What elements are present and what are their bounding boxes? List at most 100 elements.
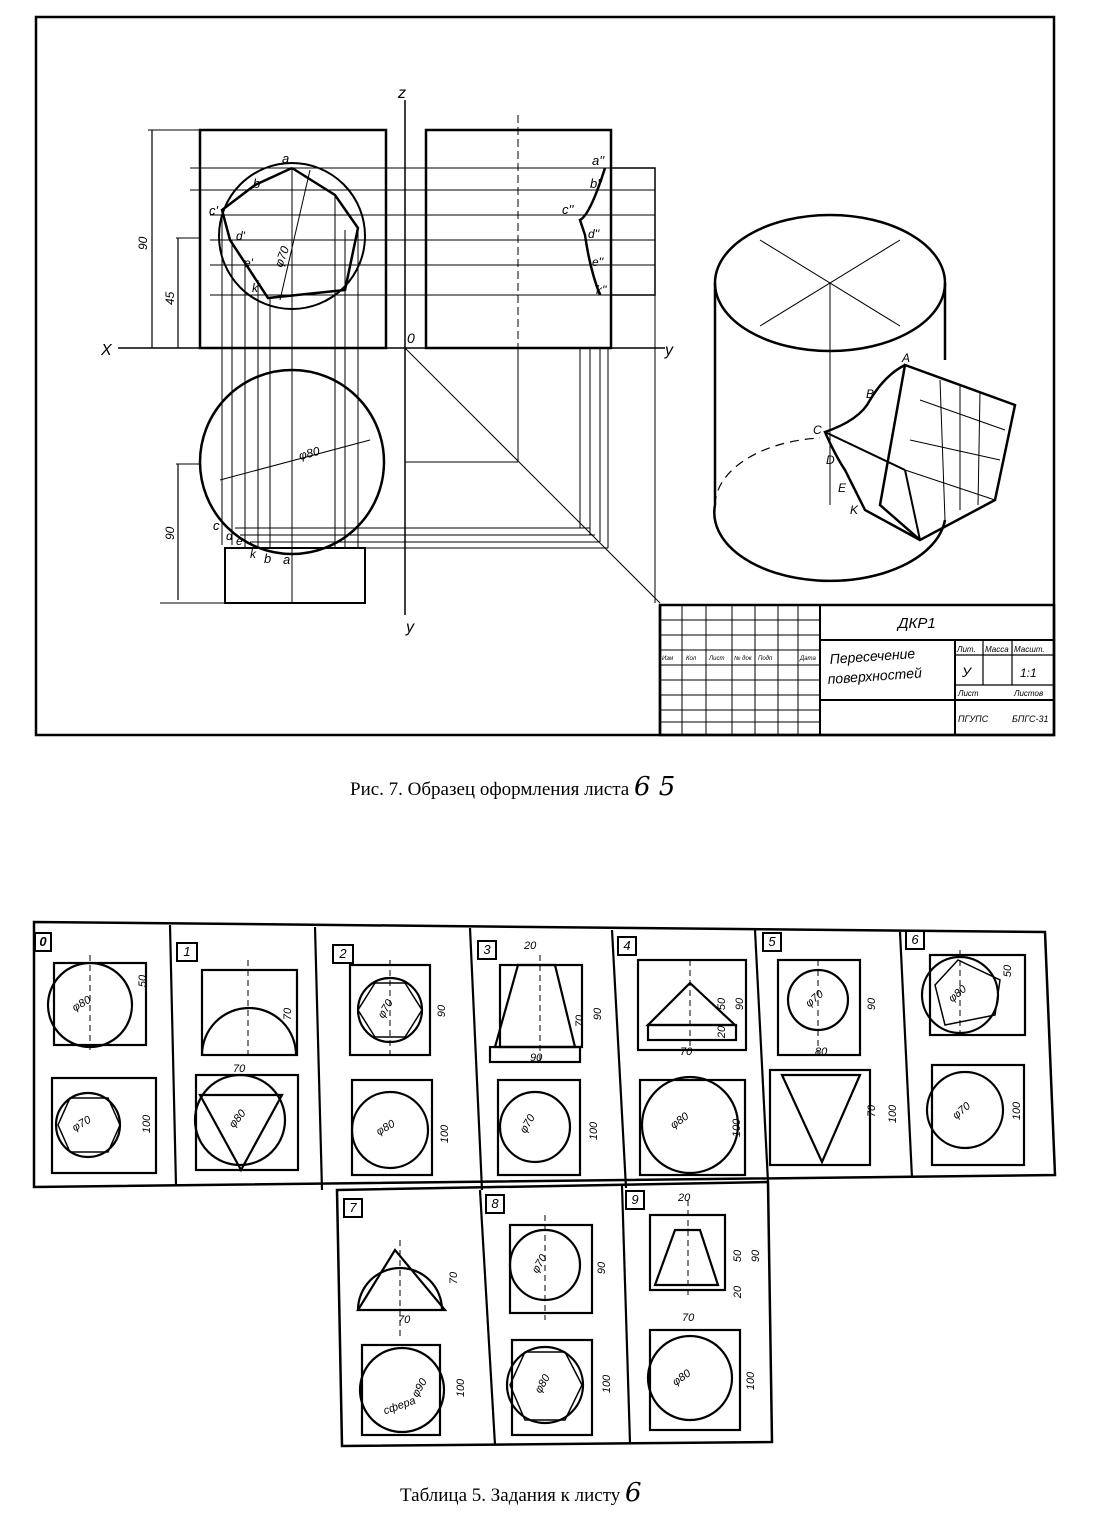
dim-label: 20 — [678, 1192, 691, 1204]
dim-label: 80 — [815, 1046, 828, 1058]
dim-label: 90 — [750, 1249, 763, 1263]
dim-label: 70 — [282, 1007, 295, 1021]
point-label: e' — [244, 256, 254, 270]
title-block-title-1: Пересечение — [829, 645, 916, 667]
table-caption-text: Таблица 5. Задания к листу — [400, 1485, 621, 1506]
point-label: d' — [236, 229, 246, 243]
point-label: C — [813, 423, 822, 437]
dim-label: 90 — [436, 1004, 449, 1018]
dim-label: 90 — [734, 997, 747, 1011]
dim-label: φ80 — [946, 983, 970, 1005]
table-5-labels: 0 1 2 3 4 5 6 7 8 9 φ80 50 φ70 100 70 70… — [0, 900, 1098, 1460]
dim-label: 100 — [141, 1114, 154, 1134]
axis-y-bottom-label: y — [405, 619, 415, 636]
title-block-row-label: Изм — [662, 656, 673, 662]
dim-label: φ80 — [670, 1367, 694, 1389]
sheet-frame — [34, 15, 1056, 737]
dim-label: φ80 — [374, 1117, 398, 1139]
dim-phi70: φ70 — [272, 244, 293, 269]
point-label: k' — [252, 281, 261, 295]
point-label: b — [253, 176, 260, 191]
point-label: c'' — [562, 202, 574, 217]
dim-label: φ70 — [950, 1100, 974, 1122]
dim-label: 100 — [731, 1118, 744, 1138]
dim-label: 90 — [530, 1052, 543, 1064]
table-5-caption: Таблица 5. Задания к листу 6 — [400, 1478, 642, 1508]
dim-label: 20 — [732, 1285, 745, 1299]
title-block-code: ДКР1 — [896, 615, 936, 632]
point-label: a — [282, 151, 289, 166]
dim-label: 50 — [137, 974, 150, 988]
dim-label: 90 — [592, 1007, 605, 1021]
variant-number-1: 1 — [176, 942, 198, 962]
variant-number-3: 3 — [477, 940, 497, 960]
dim-label: φ80 — [668, 1110, 692, 1132]
point-label: e — [236, 534, 243, 548]
dim-label: 90 — [866, 997, 879, 1011]
title-block-title-2: поверхностей — [827, 664, 922, 687]
axis-x-label: X — [100, 342, 113, 359]
title-block-col-lit: Лит. — [956, 645, 976, 654]
dim-label: 90 — [596, 1261, 609, 1275]
variant-number-9: 9 — [625, 1190, 645, 1210]
point-label: c — [213, 518, 220, 533]
variant-number-6: 6 — [905, 930, 925, 950]
figure-7-caption: Рис. 7. Образец оформления листа 6 5 — [350, 772, 675, 802]
title-block-org: ПГУПС — [958, 714, 989, 724]
dim-90-top: 90 — [136, 236, 150, 250]
dim-label: 100 — [439, 1124, 452, 1144]
dim-label: φ70 — [375, 997, 396, 1021]
dim-label: 100 — [601, 1374, 614, 1394]
title-block-scale: 1:1 — [1020, 666, 1037, 680]
dim-label: φ70 — [803, 988, 827, 1010]
dim-label: 20 — [716, 1025, 729, 1039]
dim-label: 50 — [716, 997, 729, 1011]
dim-label: 70 — [866, 1104, 879, 1118]
dim-label: φ80 — [226, 1107, 249, 1131]
dim-label: 50 — [732, 1249, 745, 1263]
variant-number-8: 8 — [485, 1194, 505, 1214]
variant-number-0: 0 — [34, 932, 52, 952]
dim-label: φ80 — [70, 993, 94, 1015]
dim-label: сфера — [381, 1394, 418, 1418]
title-block-row-label: Кол — [686, 656, 697, 662]
dim-label: 50 — [1002, 964, 1015, 978]
point-label: B — [866, 387, 874, 401]
dim-label: 100 — [1011, 1101, 1024, 1121]
title-block-row-label: Подп — [758, 656, 773, 662]
dim-label: φ70 — [517, 1112, 538, 1136]
dim-label: 100 — [588, 1121, 601, 1141]
title-block-row-label: Дата — [799, 656, 816, 662]
dim-45: 45 — [163, 291, 177, 305]
title-block-row-label: Лист — [708, 656, 724, 662]
variant-number-7: 7 — [343, 1198, 363, 1218]
dim-label: 70 — [398, 1314, 411, 1326]
dim-90-bottom: 90 — [163, 526, 177, 540]
title-block-lit: У — [961, 664, 973, 680]
title-block-group: БПГС-31 — [1012, 714, 1048, 724]
point-label: D — [826, 453, 835, 467]
variant-number-5: 5 — [762, 932, 782, 952]
origin-label: 0 — [407, 330, 415, 346]
dim-label: φ70 — [70, 1113, 94, 1135]
point-label: k'' — [596, 283, 607, 297]
dim-label: 70 — [682, 1312, 695, 1324]
title-block-sheet: Лист — [957, 689, 979, 698]
point-label: d — [226, 529, 233, 543]
title-block-col-mass: Масса — [985, 645, 1009, 654]
variant-number-4: 4 — [617, 936, 637, 956]
point-label: e'' — [592, 255, 604, 269]
dim-label: 20 — [524, 940, 537, 952]
dim-label: 100 — [745, 1371, 758, 1391]
caption-handwritten: 6 5 — [633, 772, 676, 802]
dim-label: 70 — [233, 1063, 246, 1075]
point-label: b — [264, 551, 271, 566]
point-label: A — [901, 351, 910, 365]
point-label: a — [283, 552, 290, 567]
dim-label: 70 — [448, 1271, 461, 1285]
title-block-row-label: № док — [734, 655, 753, 662]
axis-z-label: z — [397, 85, 406, 102]
dim-phi80: φ80 — [297, 444, 321, 463]
point-label: E — [838, 481, 847, 495]
table-caption-handwritten: 6 — [625, 1478, 642, 1508]
